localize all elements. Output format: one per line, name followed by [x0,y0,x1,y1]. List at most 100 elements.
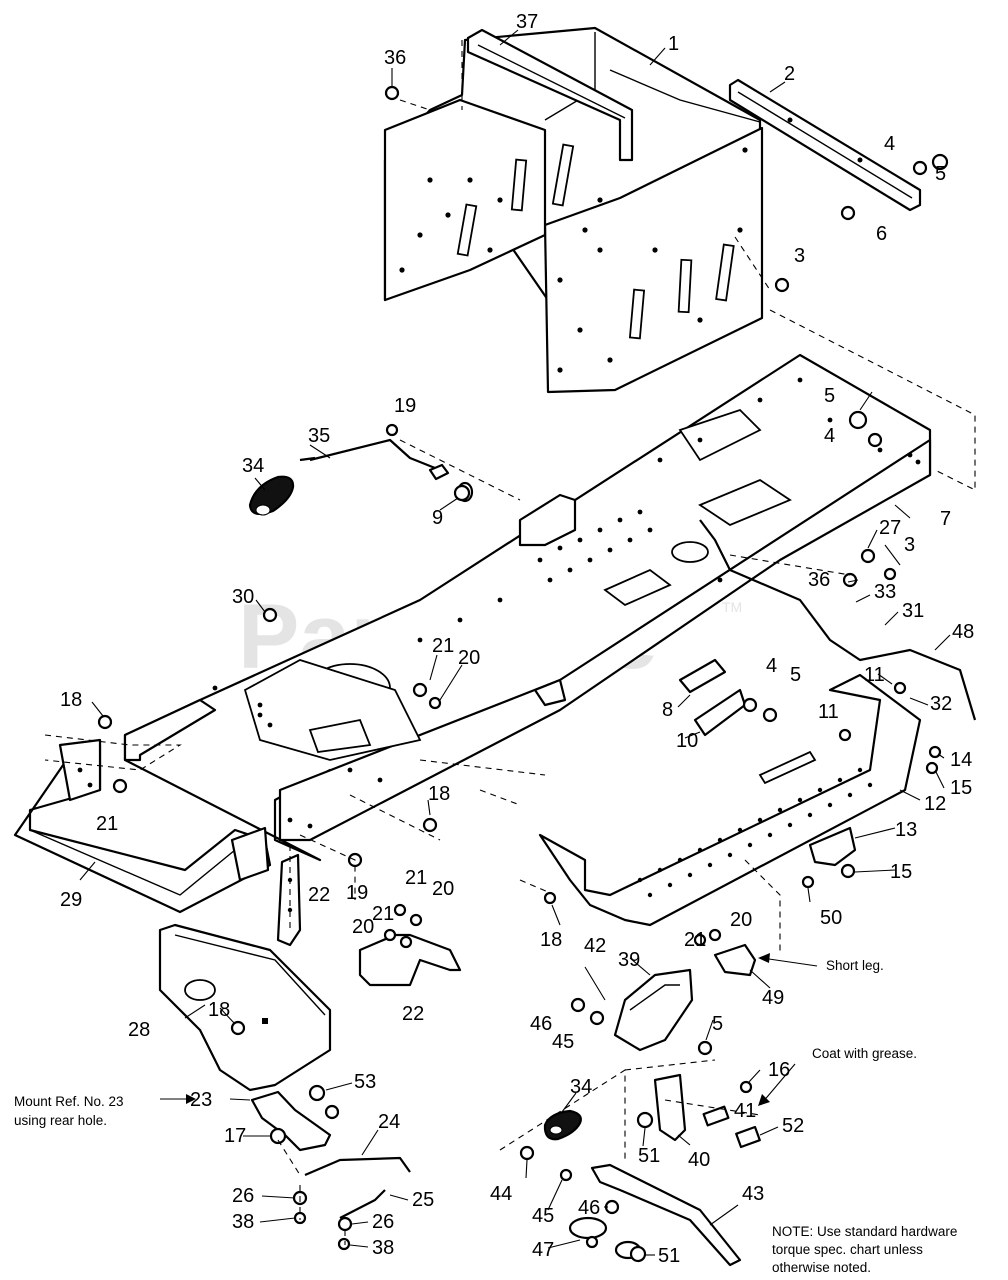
part-front-hitch [158,923,332,1092]
watermark-tm: TM [722,599,742,615]
part-shift-rod [299,438,474,503]
callout-21: 21 [684,929,706,951]
callout-33: 33 [874,581,896,603]
callout-5: 5 [712,1013,723,1035]
part-rod-25 [339,1189,386,1219]
callout-15: 15 [890,861,912,883]
part-bracket-49 [713,943,757,977]
callout-labels: 37 1 36 2 4 5 6 3 19 5 4 35 34 9 7 27 3 … [60,11,974,1267]
part-bracket-22b [358,933,462,987]
callout-41: 41 [734,1100,756,1122]
part-rod-48 [699,519,977,721]
callout-23: 23 [190,1089,212,1111]
callout-21: 21 [405,867,427,889]
callout-49: 49 [762,987,784,1009]
part-front-bumper [13,738,272,914]
callout-38: 38 [232,1211,254,1233]
part-plate-8 [678,658,727,694]
callout-37: 37 [516,11,538,33]
callout-18: 18 [428,783,450,805]
callout-44: 44 [490,1183,512,1205]
note-mount-line2: using rear hole. [14,1113,107,1128]
callout-45: 45 [532,1205,554,1227]
note-short-leg: Short leg. [826,958,884,973]
callout-25: 25 [412,1189,434,1211]
callout-18: 18 [208,999,230,1021]
callout-2: 2 [784,63,795,85]
callout-21: 21 [432,635,454,657]
part-top-rail [466,28,634,162]
callout-34: 34 [242,455,264,477]
callout-1: 1 [668,33,679,55]
callout-13: 13 [895,819,917,841]
callout-46: 46 [578,1197,600,1219]
callout-15: 15 [950,777,972,799]
callout-34: 34 [570,1076,592,1098]
callout-32: 32 [930,693,952,715]
part-plate-10 [693,688,747,737]
callout-leaders [79,29,951,1256]
callout-30: 30 [232,586,254,608]
callout-22: 22 [308,884,330,906]
note-coat-grease: Coat with grease. [812,1046,917,1061]
callout-8: 8 [662,699,673,721]
note-mount-line1: Mount Ref. No. 23 [14,1094,124,1109]
callout-43: 43 [742,1183,764,1205]
callout-38: 38 [372,1237,394,1259]
part-bracket-23 [250,1090,332,1152]
callout-52: 52 [782,1115,804,1137]
callout-21: 21 [372,903,394,925]
callout-40: 40 [688,1149,710,1171]
part-lever-43 [568,1163,742,1267]
callout-4: 4 [884,133,895,155]
callout-18: 18 [60,689,82,711]
callout-9: 9 [432,507,443,529]
callout-11: 11 [818,701,839,723]
note-footnote-line2: torque spec. chart unless [772,1242,923,1257]
callout-20: 20 [432,878,454,900]
part-rod-24 [304,1156,411,1177]
part-bracket-22a [276,853,302,947]
callout-46: 46 [530,1013,552,1035]
callout-22: 22 [402,1003,424,1025]
callout-48: 48 [952,621,974,643]
note-footnote-line3: otherwise noted. [772,1260,871,1275]
callout-12: 12 [924,793,946,815]
callout-47: 47 [532,1239,554,1261]
diagram-notes: Short leg. Coat with grease. Mount Ref. … [14,958,957,1275]
callout-5: 5 [790,664,801,686]
callout-17: 17 [224,1125,246,1147]
callout-51: 51 [638,1145,660,1167]
callout-4: 4 [766,655,777,677]
callout-50: 50 [820,907,842,929]
callout-18: 18 [540,929,562,951]
callout-20: 20 [458,647,480,669]
callout-14: 14 [950,749,972,771]
assembly-dashed-lines [44,40,976,1245]
callout-28: 28 [128,1019,150,1041]
part-main-frame [123,353,932,862]
part-footrest [538,673,922,927]
part-bracket-40 [653,1073,687,1142]
note-footnote-line1: NOTE: Use standard hardware [772,1224,957,1239]
callout-3: 3 [794,245,805,267]
callout-19: 19 [394,395,416,417]
callout-27: 27 [879,517,901,539]
callout-7: 7 [940,508,951,530]
callout-31: 31 [902,600,924,622]
part-pin-41 [702,1105,730,1127]
callout-6: 6 [876,223,887,245]
callout-21: 21 [96,813,118,835]
callout-35: 35 [308,425,330,447]
callout-19: 19 [346,882,368,904]
part-shift-knob-34a [248,475,295,516]
callout-45: 45 [552,1031,574,1053]
part-knob-34b [543,1109,582,1141]
part-bracket-13 [808,826,857,867]
callout-53: 53 [354,1071,376,1093]
callout-29: 29 [60,889,82,911]
callout-24: 24 [378,1111,400,1133]
callout-16: 16 [768,1059,790,1081]
part-angle-bracket [728,78,922,212]
